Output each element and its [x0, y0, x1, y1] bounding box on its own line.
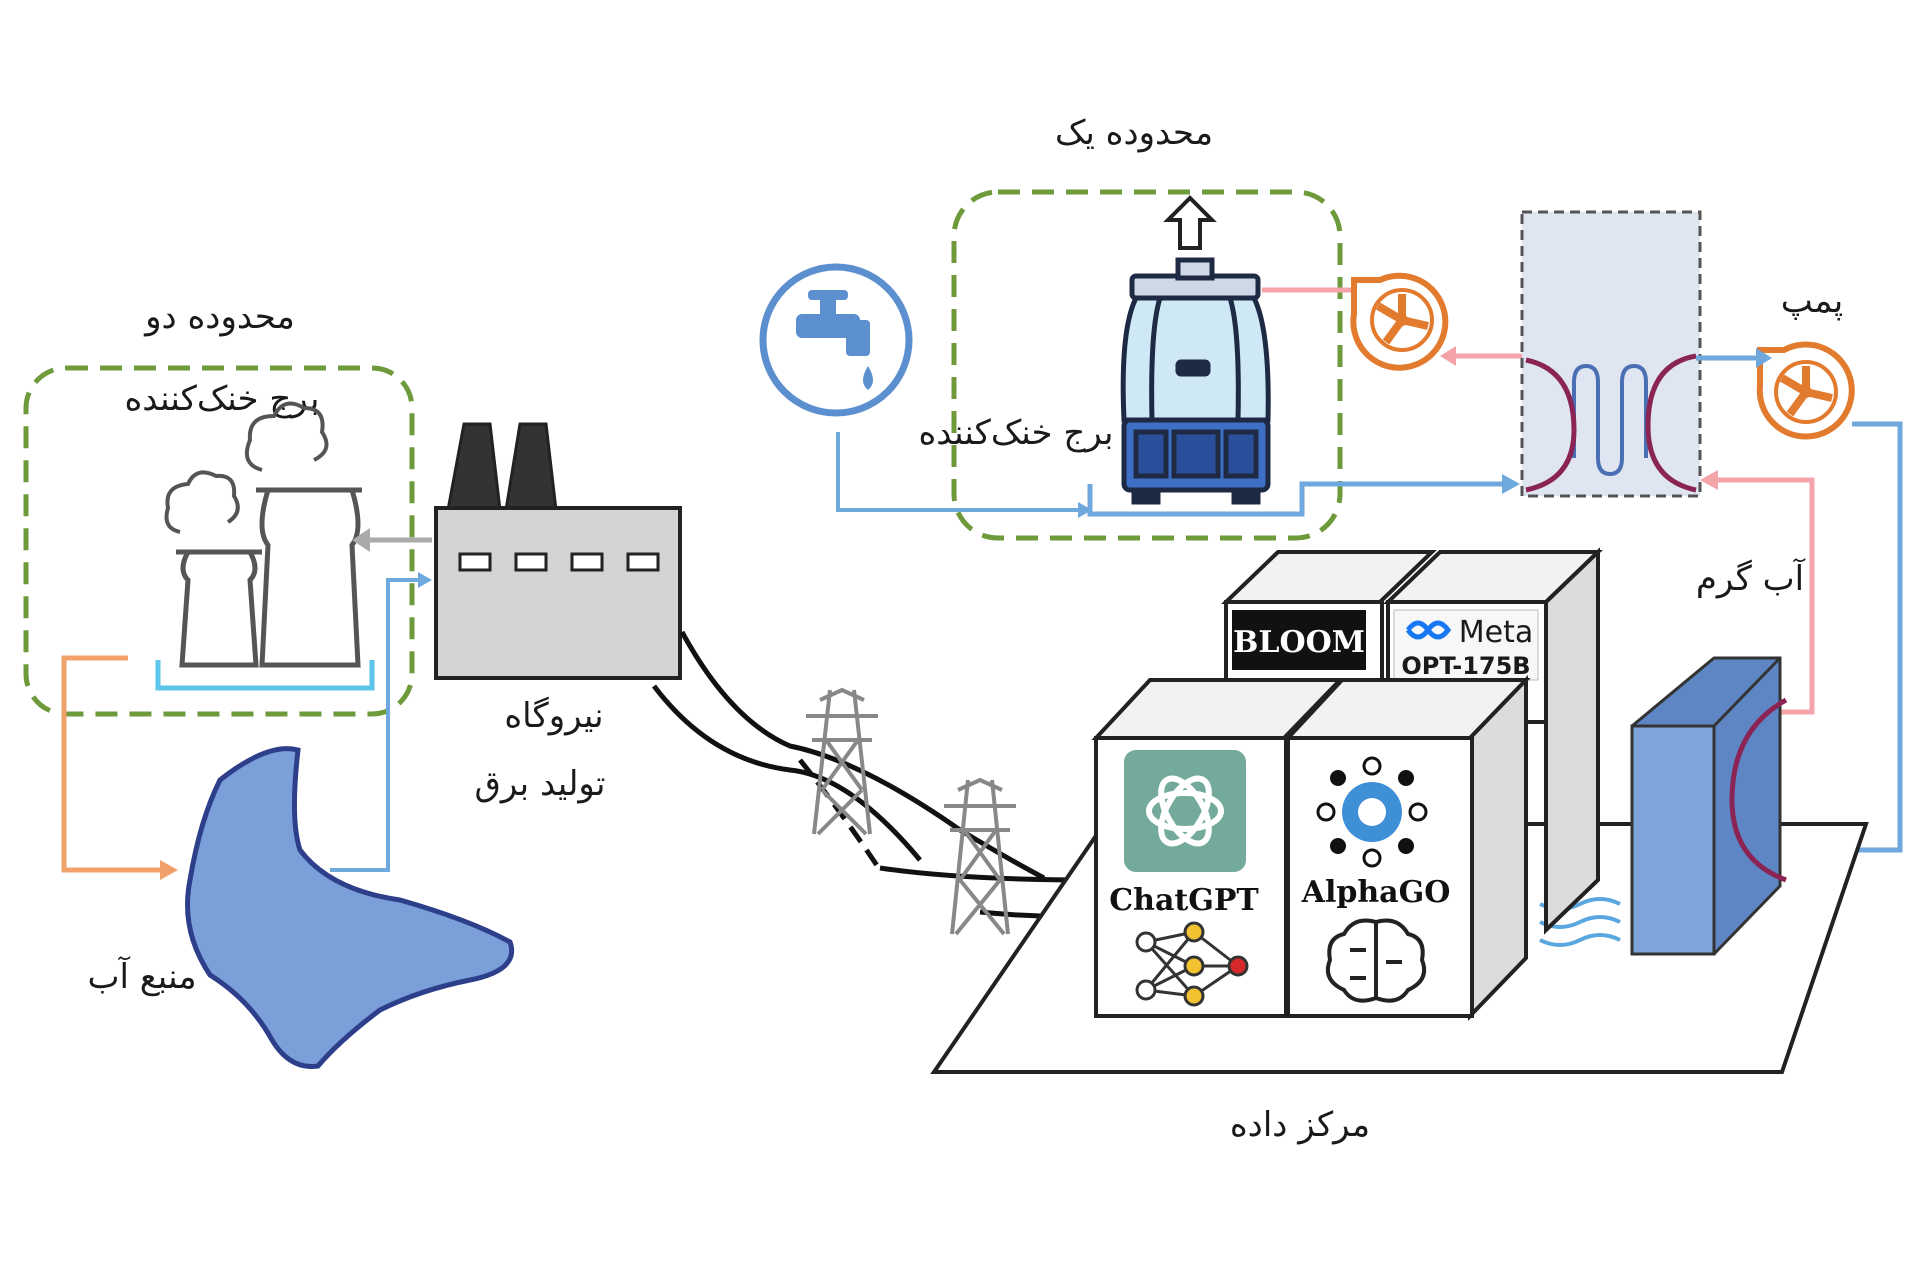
fan-pump-icon	[1350, 272, 1449, 371]
fan-pump-icon	[1756, 341, 1855, 440]
hot-water-label: آب گرم	[1696, 558, 1806, 599]
zone-one-boundary	[951, 189, 1343, 541]
heat-exchanger-coil	[1572, 363, 1648, 477]
heat-exchanger-inlet-curve	[1525, 357, 1577, 493]
cooling-unit-coil-curve	[1729, 697, 1788, 883]
cold-water-arrow-exchanger	[1502, 474, 1520, 494]
zone-one-label: محدوده یک	[1055, 113, 1213, 153]
server-rack-chatgpt: ChatGPT	[1091, 678, 1345, 1018]
bloom-logo	[1232, 610, 1366, 670]
meta-logo-text: Meta	[1459, 615, 1534, 650]
data-center-label: مرکز داده	[1230, 1105, 1370, 1145]
alphago-logo-text: AlphaGO	[1301, 875, 1451, 910]
power-plant-icon	[434, 422, 682, 680]
server-rack-alphago: AlphaGO	[1283, 675, 1531, 1021]
water-source-label: منبع آب	[87, 956, 196, 997]
heat-exchanger-outlet-curve	[1645, 353, 1697, 493]
zone-two-boundary	[23, 365, 415, 717]
openai-logo-icon	[1124, 750, 1246, 872]
arrow-up-icon	[1163, 195, 1217, 250]
steam-return-arrowhead	[352, 528, 370, 552]
cooling-tower-left-icon	[164, 401, 362, 668]
hot-water-riser-arrow	[1700, 470, 1718, 490]
cold-water-pipe-plant	[330, 578, 420, 872]
cooling-unit	[1630, 656, 1788, 956]
hot-water-arrow-fan	[1440, 346, 1456, 366]
water-tap-icon	[759, 263, 913, 417]
cooling-tower-right-icon	[1120, 257, 1271, 505]
bloom-logo-text: BLOOM	[1233, 625, 1365, 660]
river-water-pipe	[61, 655, 160, 873]
cold-basin-line-left	[155, 660, 375, 691]
heat-exchanger	[1520, 210, 1702, 498]
neural-network-icon	[1135, 921, 1249, 1007]
opt-logo-text: OPT-175B	[1401, 652, 1530, 680]
water-source-lake	[185, 746, 514, 1069]
power-transmission-lines	[652, 630, 1099, 919]
pump-label: پمپ	[1781, 281, 1844, 321]
brain-chip-icon	[1325, 918, 1427, 1003]
alphago-logo-icon	[1316, 756, 1428, 868]
meta-infinity-icon	[1405, 620, 1452, 640]
transmission-tower-icon	[806, 687, 878, 836]
cooling-tower-right-label: برج خنک‌کننده	[918, 413, 1113, 453]
tap-to-tower-arrow	[1078, 502, 1092, 518]
chatgpt-logo-text: ChatGPT	[1109, 883, 1259, 918]
cold-water-pipe-exchanger	[1087, 481, 1504, 517]
river-water-arrow	[160, 860, 178, 880]
power-plant-label-line2: تولید برق	[475, 764, 606, 804]
zone-two-label: محدوده دو	[143, 297, 295, 337]
cooling-tower-left-label: برج خنک‌کننده	[124, 379, 319, 419]
power-plant-label-line1: نیروگاه	[504, 696, 603, 736]
pump-to-exchanger-arrow	[1756, 348, 1772, 368]
transmission-tower-icon	[944, 777, 1016, 936]
cold-water-arrow-plant	[418, 572, 432, 588]
tap-to-tower-pipe	[836, 432, 1080, 512]
